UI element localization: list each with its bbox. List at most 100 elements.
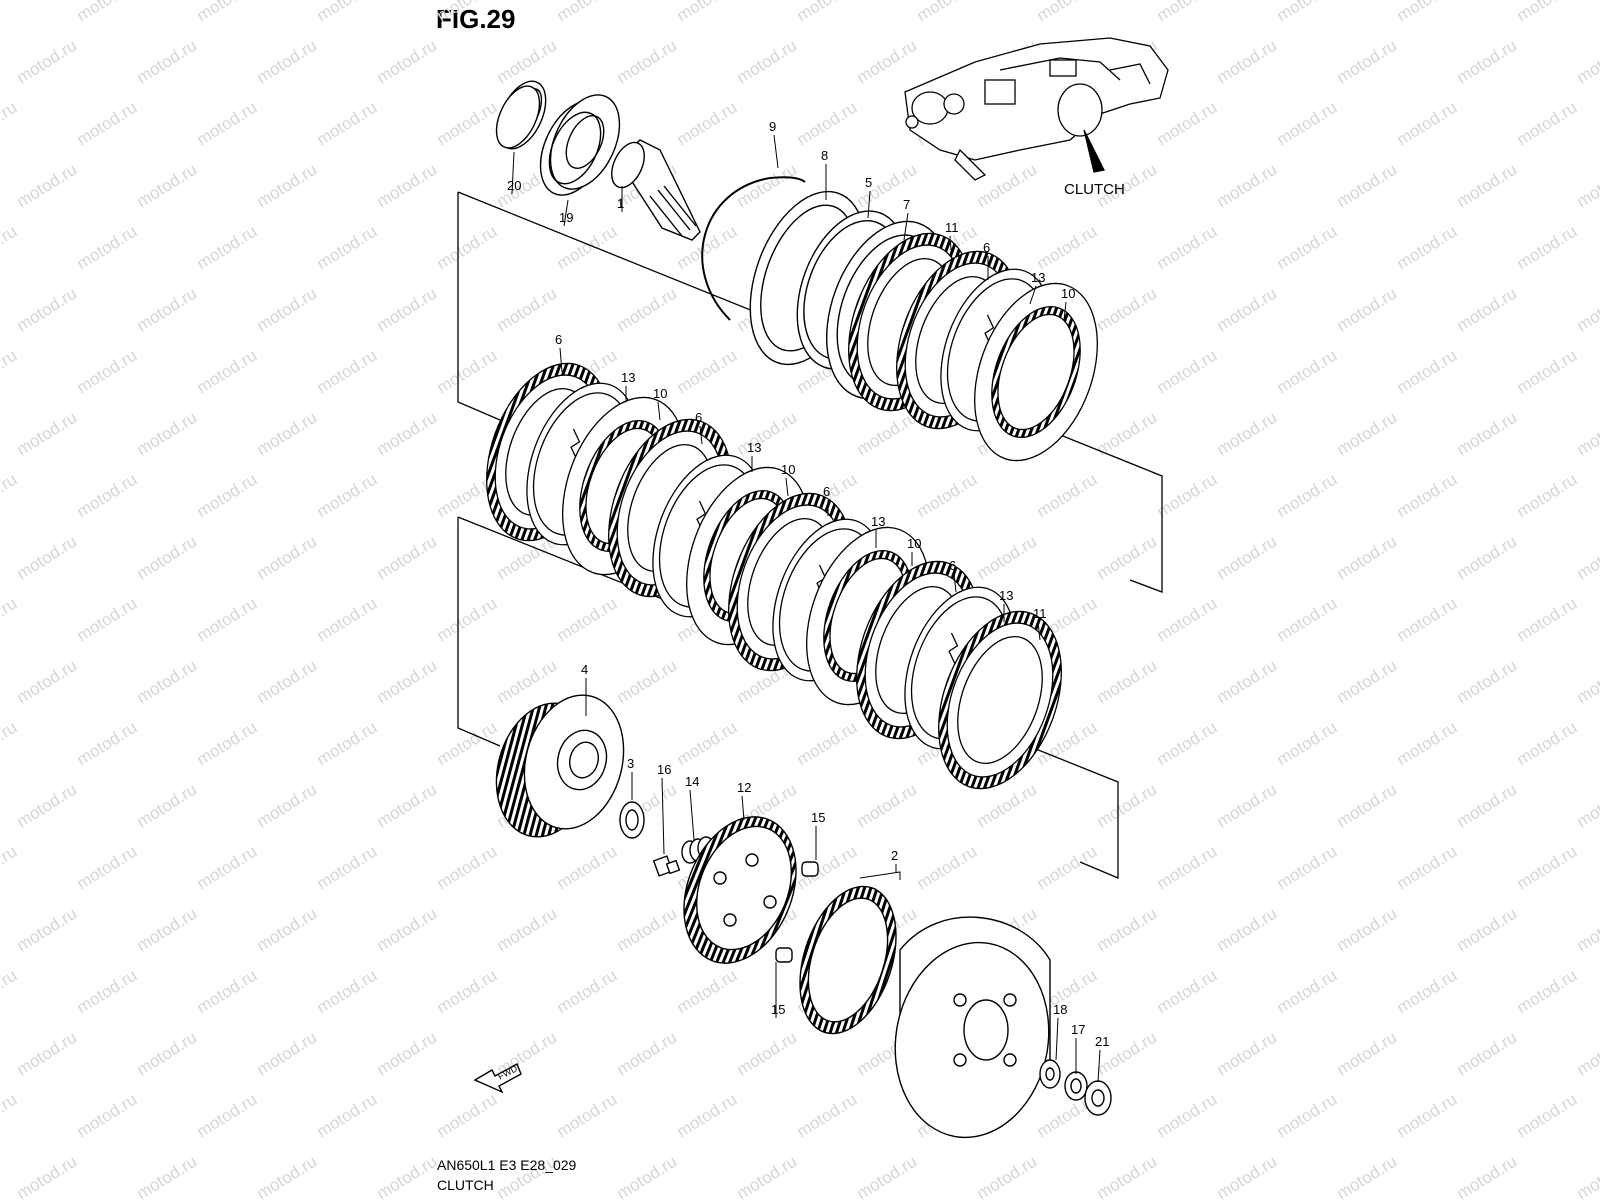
clutch-plate [974, 282, 1098, 462]
leader-line [949, 235, 953, 263]
watermark-text: motod.ru [1573, 408, 1600, 460]
watermark-text: motod.ru [433, 594, 500, 646]
engine-location-thumbnail [904, 37, 1169, 181]
watermark-text: motod.ru [253, 160, 320, 212]
part-ref-label: 11 [945, 220, 959, 235]
watermark-text: motod.ru [1153, 470, 1220, 522]
watermark-text: motod.ru [133, 532, 200, 584]
plates-layer [486, 232, 1098, 790]
watermark-text: motod.ru [0, 842, 20, 894]
leader-bracket [859, 871, 901, 880]
watermark-text: motod.ru [73, 98, 140, 150]
watermark-text: motod.ru [373, 656, 440, 708]
watermark-text: motod.ru [1513, 470, 1580, 522]
watermark-text: motod.ru [1033, 0, 1100, 25]
watermark-text: motod.ru [1333, 408, 1400, 460]
pressure-plate [683, 816, 797, 964]
watermark-text: motod.ru [1573, 1152, 1600, 1200]
watermark-text: motod.ru [373, 1028, 440, 1080]
watermark-text: motod.ru [13, 532, 80, 584]
watermark-text: motod.ru [253, 408, 320, 460]
damper-rubber-upper [801, 861, 819, 877]
watermark-text: motod.ru [73, 966, 140, 1018]
part-ref-label: 13 [747, 440, 761, 455]
watermark-text: motod.ru [73, 470, 140, 522]
watermark-text: motod.ru [0, 718, 20, 770]
watermark-text: motod.ru [373, 160, 440, 212]
watermark-text: motod.ru [313, 98, 380, 150]
bearing [539, 94, 621, 196]
section-name: CLUTCH [437, 1177, 494, 1193]
watermark-text: motod.ru [253, 904, 320, 956]
watermark-text: motod.ru [1573, 656, 1600, 708]
watermark-text: motod.ru [0, 0, 20, 25]
leader-line [773, 134, 779, 169]
watermark-text: motod.ru [1333, 1152, 1400, 1200]
part-ref-label: 13 [1031, 270, 1045, 285]
watermark-text: motod.ru [1513, 842, 1580, 894]
leader-line [1037, 621, 1041, 641]
watermark-text: motod.ru [433, 718, 500, 770]
watermark-text: motod.ru [733, 1152, 800, 1200]
watermark-text: motod.ru [13, 408, 80, 460]
watermark-text: motod.ru [373, 408, 440, 460]
watermark-text: motod.ru [193, 346, 260, 398]
leader-line [699, 425, 703, 445]
watermark-text: motod.ru [1033, 842, 1100, 894]
watermark-text: motod.ru [1513, 1090, 1580, 1142]
clutch-plate [938, 610, 1062, 790]
watermark-text: motod.ru [193, 718, 260, 770]
watermark-text: motod.ru [1093, 904, 1160, 956]
watermark-text: motod.ru [853, 1152, 920, 1200]
watermark-text: motod.ru [1213, 408, 1280, 460]
watermark-text: motod.ru [1453, 1028, 1520, 1080]
watermark-text: motod.ru [493, 656, 560, 708]
watermark-text: motod.ru [1213, 656, 1280, 708]
watermark-text: motod.ru [673, 966, 740, 1018]
watermark-text: motod.ru [1093, 656, 1160, 708]
oil-seal [495, 80, 547, 150]
watermark-text: motod.ru [1273, 98, 1340, 150]
part-ref-label: 10 [781, 462, 795, 477]
watermark-text: motod.ru [1453, 1152, 1520, 1200]
watermark-text: motod.ru [733, 36, 800, 88]
watermark-text: motod.ru [193, 1090, 260, 1142]
watermark-text: motod.ru [13, 656, 80, 708]
watermark-text: motod.ru [193, 98, 260, 150]
watermark-text: motod.ru [1513, 346, 1580, 398]
watermark-text: motod.ru [1093, 780, 1160, 832]
watermark-text: motod.ru [253, 780, 320, 832]
leader-line [689, 789, 695, 841]
figure-title: FIG.29 [436, 4, 516, 34]
watermark-text: motod.ru [433, 0, 500, 25]
watermark-text: motod.ru [793, 98, 860, 150]
leader-line [661, 777, 665, 855]
watermark-text: motod.ru [1573, 904, 1600, 956]
watermark-text: motod.ru [1153, 0, 1220, 25]
watermark-text: motod.ru [973, 160, 1040, 212]
watermark-text: motod.ru [1033, 222, 1100, 274]
watermark-text: motod.ru [1273, 0, 1340, 25]
watermark-text: motod.ru [313, 470, 380, 522]
part-ref-label: 18 [1053, 1002, 1067, 1017]
leader-line [1097, 1049, 1101, 1083]
washer [1039, 1059, 1061, 1089]
watermark-text: motod.ru [1273, 842, 1340, 894]
watermark-text: motod.ru [1093, 284, 1160, 336]
part-ref-label: 6 [555, 332, 562, 347]
watermark-text: motod.ru [253, 532, 320, 584]
watermark-text: motod.ru [1153, 1090, 1220, 1142]
leader-line [657, 401, 661, 421]
watermark-text: motod.ru [0, 346, 20, 398]
watermark-text: motod.ru [613, 1028, 680, 1080]
watermark-text: motod.ru [13, 904, 80, 956]
leader-line [785, 477, 789, 497]
watermark-text: motod.ru [673, 346, 740, 398]
watermark-text: motod.ru [1513, 98, 1580, 150]
leader-line [511, 151, 515, 195]
watermark-text: motod.ru [1393, 594, 1460, 646]
watermark-text: motod.ru [1333, 36, 1400, 88]
leader-line [563, 199, 569, 227]
thrust-washer [619, 801, 645, 839]
